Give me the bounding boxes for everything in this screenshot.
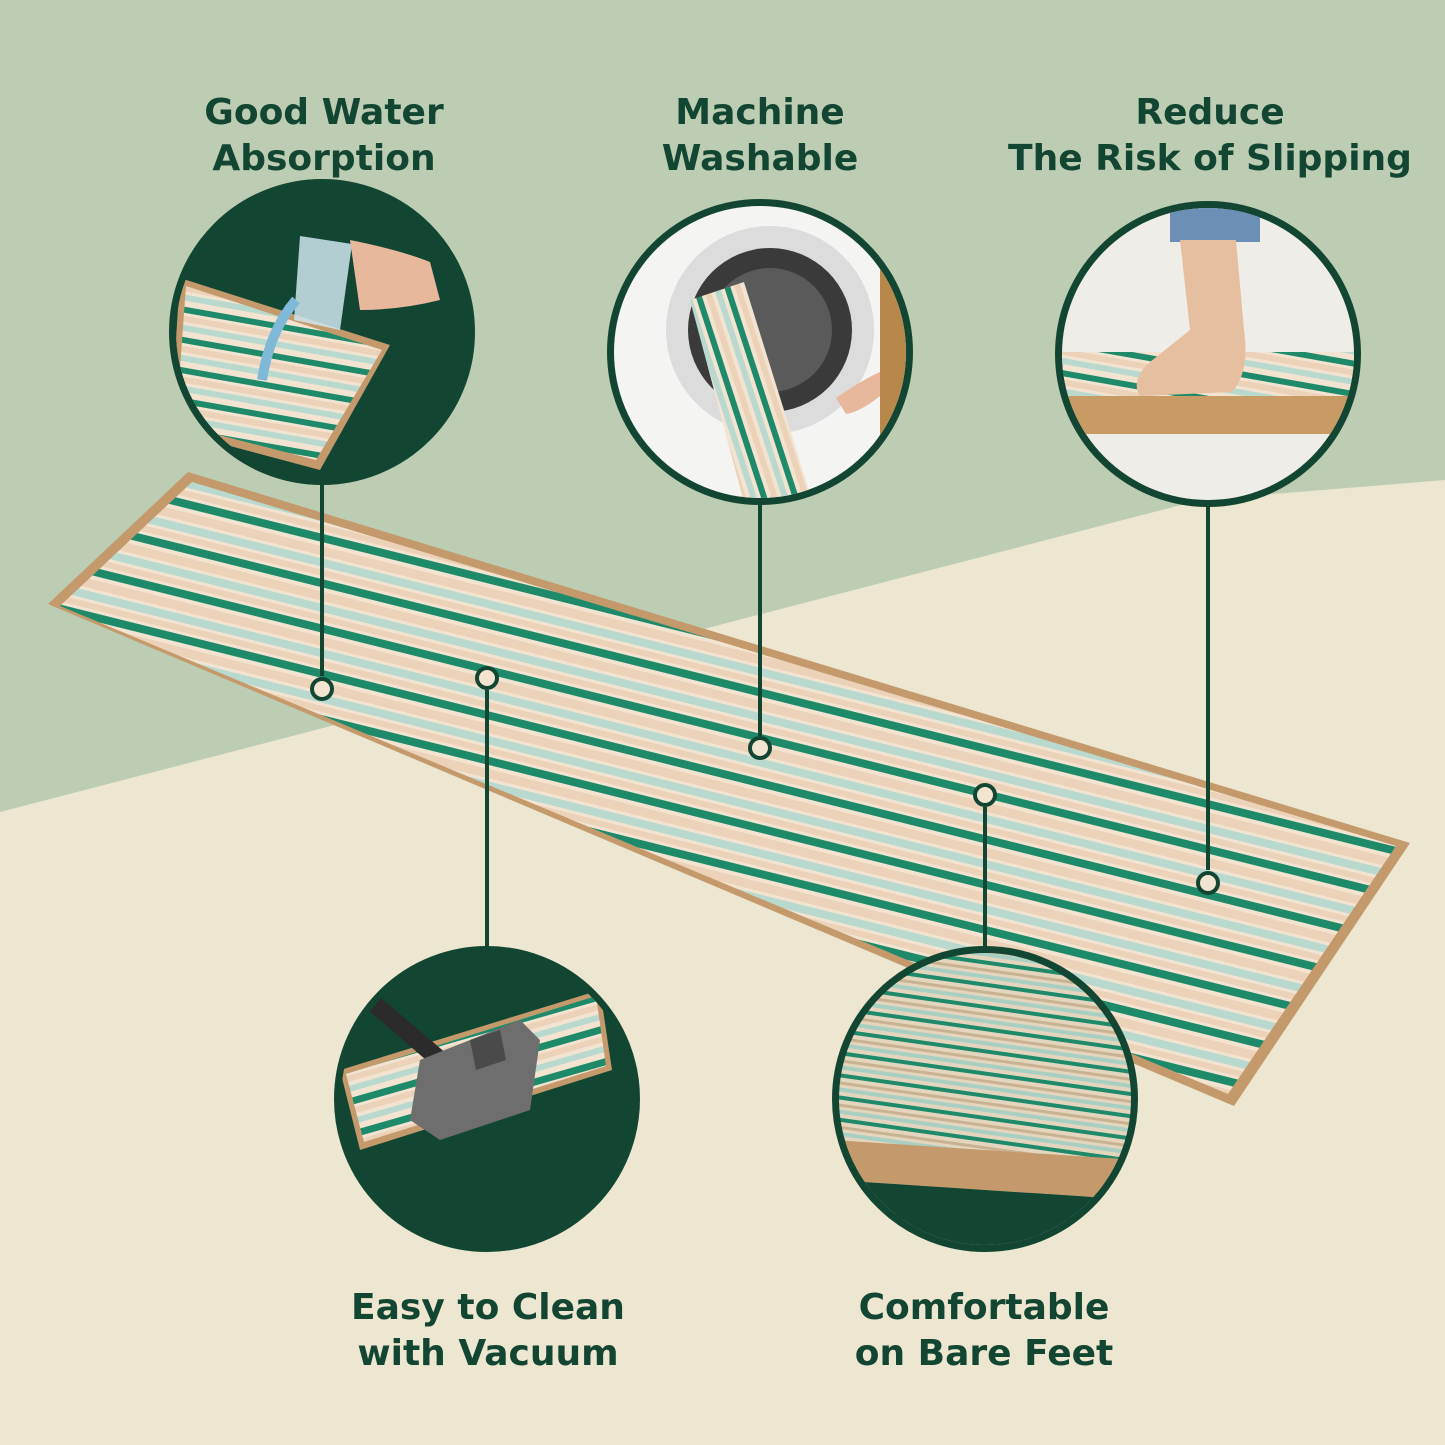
feature-label-line: Good Water (204, 92, 444, 133)
feature-label-reduce-slipping: Reduce The Risk of Slipping (990, 90, 1430, 182)
rug-texture-closeup-icon (832, 946, 1138, 1252)
feature-label-line: Easy to Clean (351, 1287, 625, 1328)
feature-label-line: The Risk of Slipping (1008, 138, 1412, 179)
feature-label-easy-clean: Easy to Clean with Vacuum (288, 1285, 688, 1377)
water-glass-pour-icon (169, 179, 475, 485)
feature-label-line: Reduce (1135, 92, 1285, 133)
feature-label-water-absorption: Good Water Absorption (124, 90, 524, 182)
feature-label-line: Washable (661, 138, 859, 179)
feature-label-line: with Vacuum (357, 1333, 619, 1374)
feature-label-line: Absorption (212, 138, 436, 179)
washing-machine-icon (607, 199, 913, 505)
feature-label-comfortable: Comfortable on Bare Feet (784, 1285, 1184, 1377)
bare-foot-on-rug-icon (1055, 201, 1361, 507)
feature-label-line: on Bare Feet (854, 1333, 1114, 1374)
feature-label-line: Comfortable (858, 1287, 1110, 1328)
vacuum-head-icon (334, 946, 640, 1252)
feature-label-machine-washable: Machine Washable (560, 90, 960, 182)
feature-label-line: Machine (675, 92, 845, 133)
